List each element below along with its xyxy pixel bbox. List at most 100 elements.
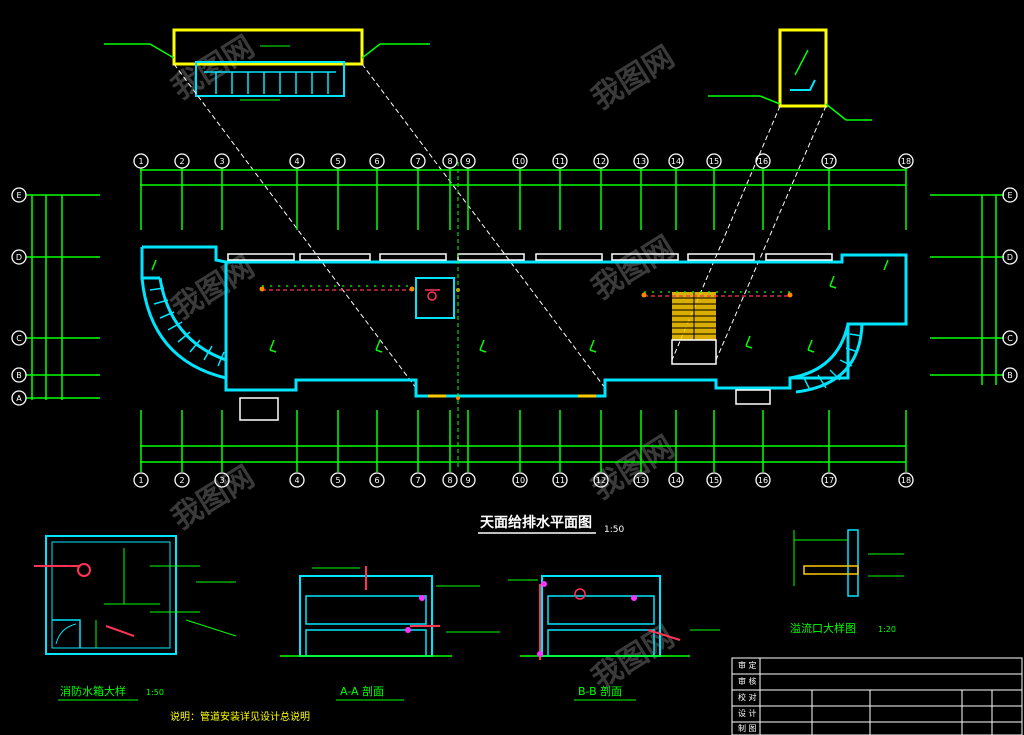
bottom-grid-bubble: 6 [369, 472, 385, 488]
bottom-grid-bubble: 4 [289, 472, 305, 488]
top-grid-bubble: 3 [214, 153, 230, 169]
top-grid-bubble: 13 [633, 153, 649, 169]
top-grid-bubble-label: 13 [636, 157, 646, 166]
curved-wall-segments [149, 287, 863, 391]
top-grid-bubble-label: 2 [179, 157, 184, 166]
section-a-title: A-A 剖面 [340, 684, 384, 698]
bottom-grid-bubble: 7 [410, 472, 426, 488]
bottom-grid-bubble: 3 [214, 472, 230, 488]
top-grid-bubble: 6 [369, 153, 385, 169]
detail-water-tank: 消防水箱大样 1:50 [34, 535, 237, 701]
pipe-lines [262, 285, 790, 297]
top-grid-bubble: 18 [898, 153, 914, 169]
bottom-grid-bubble-label: 7 [415, 476, 420, 485]
right-grid-bubble: E [1002, 187, 1018, 203]
left-grid-bubble-label: E [16, 191, 21, 200]
top-grid-bubble-label: 9 [465, 157, 470, 166]
top-grid-bubble: 10 [512, 153, 528, 169]
bottom-grid-bubble-label: 6 [374, 476, 379, 485]
bottom-grid-bubble-label: 11 [555, 476, 565, 485]
detail-section-b: B-B 剖面 [508, 575, 720, 701]
detail-section-a: A-A 剖面 [280, 566, 500, 701]
bottom-grid-bubble: 9 [460, 472, 476, 488]
projection-lines [173, 63, 827, 389]
plan-title-group: 天面给排水平面图 1:50 [478, 514, 624, 535]
bottom-grid-bubble-label: 5 [335, 476, 340, 485]
top-grid-bubble: 7 [410, 153, 426, 169]
title-block-row-label: 制 图 [738, 723, 757, 733]
right-grid-bubble-label: E [1007, 191, 1012, 200]
bottom-grid-bubble-label: 3 [219, 476, 224, 485]
top-callout-right [708, 28, 872, 121]
top-grid-bubble: 5 [330, 153, 346, 169]
plan-scale: 1:50 [604, 525, 624, 535]
top-grid-bubble-label: 18 [901, 157, 911, 166]
bottom-grid-bubble-label: 9 [465, 476, 470, 485]
left-grid-bubble: E [11, 187, 27, 203]
bottom-grid-bubble-label: 13 [636, 476, 646, 485]
right-grid-bubbles: E D C B [1002, 187, 1018, 383]
right-grid-bubble-label: C [1007, 334, 1013, 343]
top-grid-bubble-label: 4 [294, 157, 299, 166]
bottom-grid-bubble-label: 2 [179, 476, 184, 485]
roof-boxes [239, 389, 771, 421]
bottom-grid-bubble-label: 10 [515, 476, 525, 485]
left-grid-bubble: D [11, 249, 27, 265]
bottom-grid-bubble: 18 [898, 472, 914, 488]
pipe-nodes [259, 286, 793, 400]
top-grid-bubble-label: 12 [596, 157, 606, 166]
bottom-grid-bubble: 15 [706, 472, 722, 488]
top-grid-bubble-label: 7 [415, 157, 420, 166]
title-block-row-label: 校 对 [738, 692, 757, 702]
title-block-row-label: 设 计 [738, 708, 757, 718]
bottom-grid-bubble: 14 [668, 472, 684, 488]
top-grid-bubble-label: 17 [824, 157, 834, 166]
detail-overflow-outlet: 溢流口大样图 1:20 [790, 529, 904, 635]
roof-drain-symbols [151, 259, 889, 353]
top-grid-bubble: 9 [460, 153, 476, 169]
right-grid-bubble-label: D [1007, 253, 1013, 262]
drawing-note: 说明：管道安装详见设计总说明 [170, 710, 310, 723]
top-grid-bubble: 12 [593, 153, 609, 169]
top-grid-bubble-label: 8 [447, 157, 452, 166]
right-grid-bubble-label: B [1007, 371, 1013, 380]
top-grid-bubble-label: 16 [758, 157, 768, 166]
top-grid-bubble-label: 14 [671, 157, 681, 166]
title-block [731, 657, 1023, 735]
top-grid-bubble: 11 [552, 153, 568, 169]
top-grid-bubble-label: 10 [515, 157, 525, 166]
top-grid-bubble: 2 [174, 153, 190, 169]
bottom-grid-bubble-label: 17 [824, 476, 834, 485]
bottom-grid-bubble-label: 4 [294, 476, 299, 485]
top-grid-bubble: 14 [668, 153, 684, 169]
water-tank-room [415, 277, 455, 319]
water-tank-scale: 1:50 [146, 688, 164, 697]
bottom-grid-bubble-label: 16 [758, 476, 768, 485]
water-tank-title: 消防水箱大样 [60, 684, 126, 698]
left-grid-bubble-label: A [16, 394, 22, 403]
bottom-grid-bubble-label: 14 [671, 476, 681, 485]
top-grid-ticks [140, 168, 907, 230]
bottom-grid-bubble: 10 [512, 472, 528, 488]
stair-hatch [671, 292, 717, 365]
bottom-grid-bubble: 12 [593, 472, 609, 488]
top-grid-bubble-label: 5 [335, 157, 340, 166]
left-grid-bubble: B [11, 367, 27, 383]
left-grid-bubble: A [11, 390, 27, 406]
plan-title: 天面给排水平面图 [480, 514, 592, 531]
bottom-grid-bubble-label: 15 [709, 476, 719, 485]
bottom-grid-bubble: 13 [633, 472, 649, 488]
right-grid-bubble: D [1002, 249, 1018, 265]
top-grid-bubble: 4 [289, 153, 305, 169]
bottom-grid-bubble: 11 [552, 472, 568, 488]
bottom-grid-bubble-label: 1 [138, 476, 143, 485]
section-b-title: B-B 剖面 [578, 684, 622, 698]
title-block-row-label: 审 定 [738, 660, 757, 670]
building-outline [140, 245, 908, 398]
bottom-grid-bubble: 16 [755, 472, 771, 488]
title-block-row-label: 审 核 [738, 676, 757, 686]
